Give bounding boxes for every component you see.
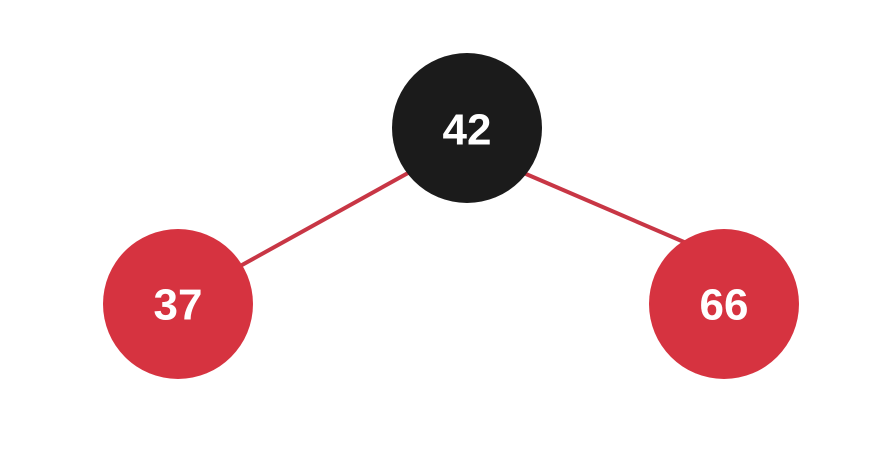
node-right-circle bbox=[649, 229, 799, 379]
node-left-circle bbox=[103, 229, 253, 379]
node-root-circle bbox=[392, 53, 542, 203]
node-root: 42 bbox=[392, 53, 542, 203]
node-root-label: 42 bbox=[443, 106, 492, 155]
node-left: 37 bbox=[103, 229, 253, 379]
node-right-label: 66 bbox=[700, 281, 749, 330]
edge-root-to-left bbox=[240, 171, 410, 267]
node-left-label: 37 bbox=[154, 281, 203, 330]
edge-root-to-right bbox=[524, 172, 686, 244]
node-right: 66 bbox=[649, 229, 799, 379]
